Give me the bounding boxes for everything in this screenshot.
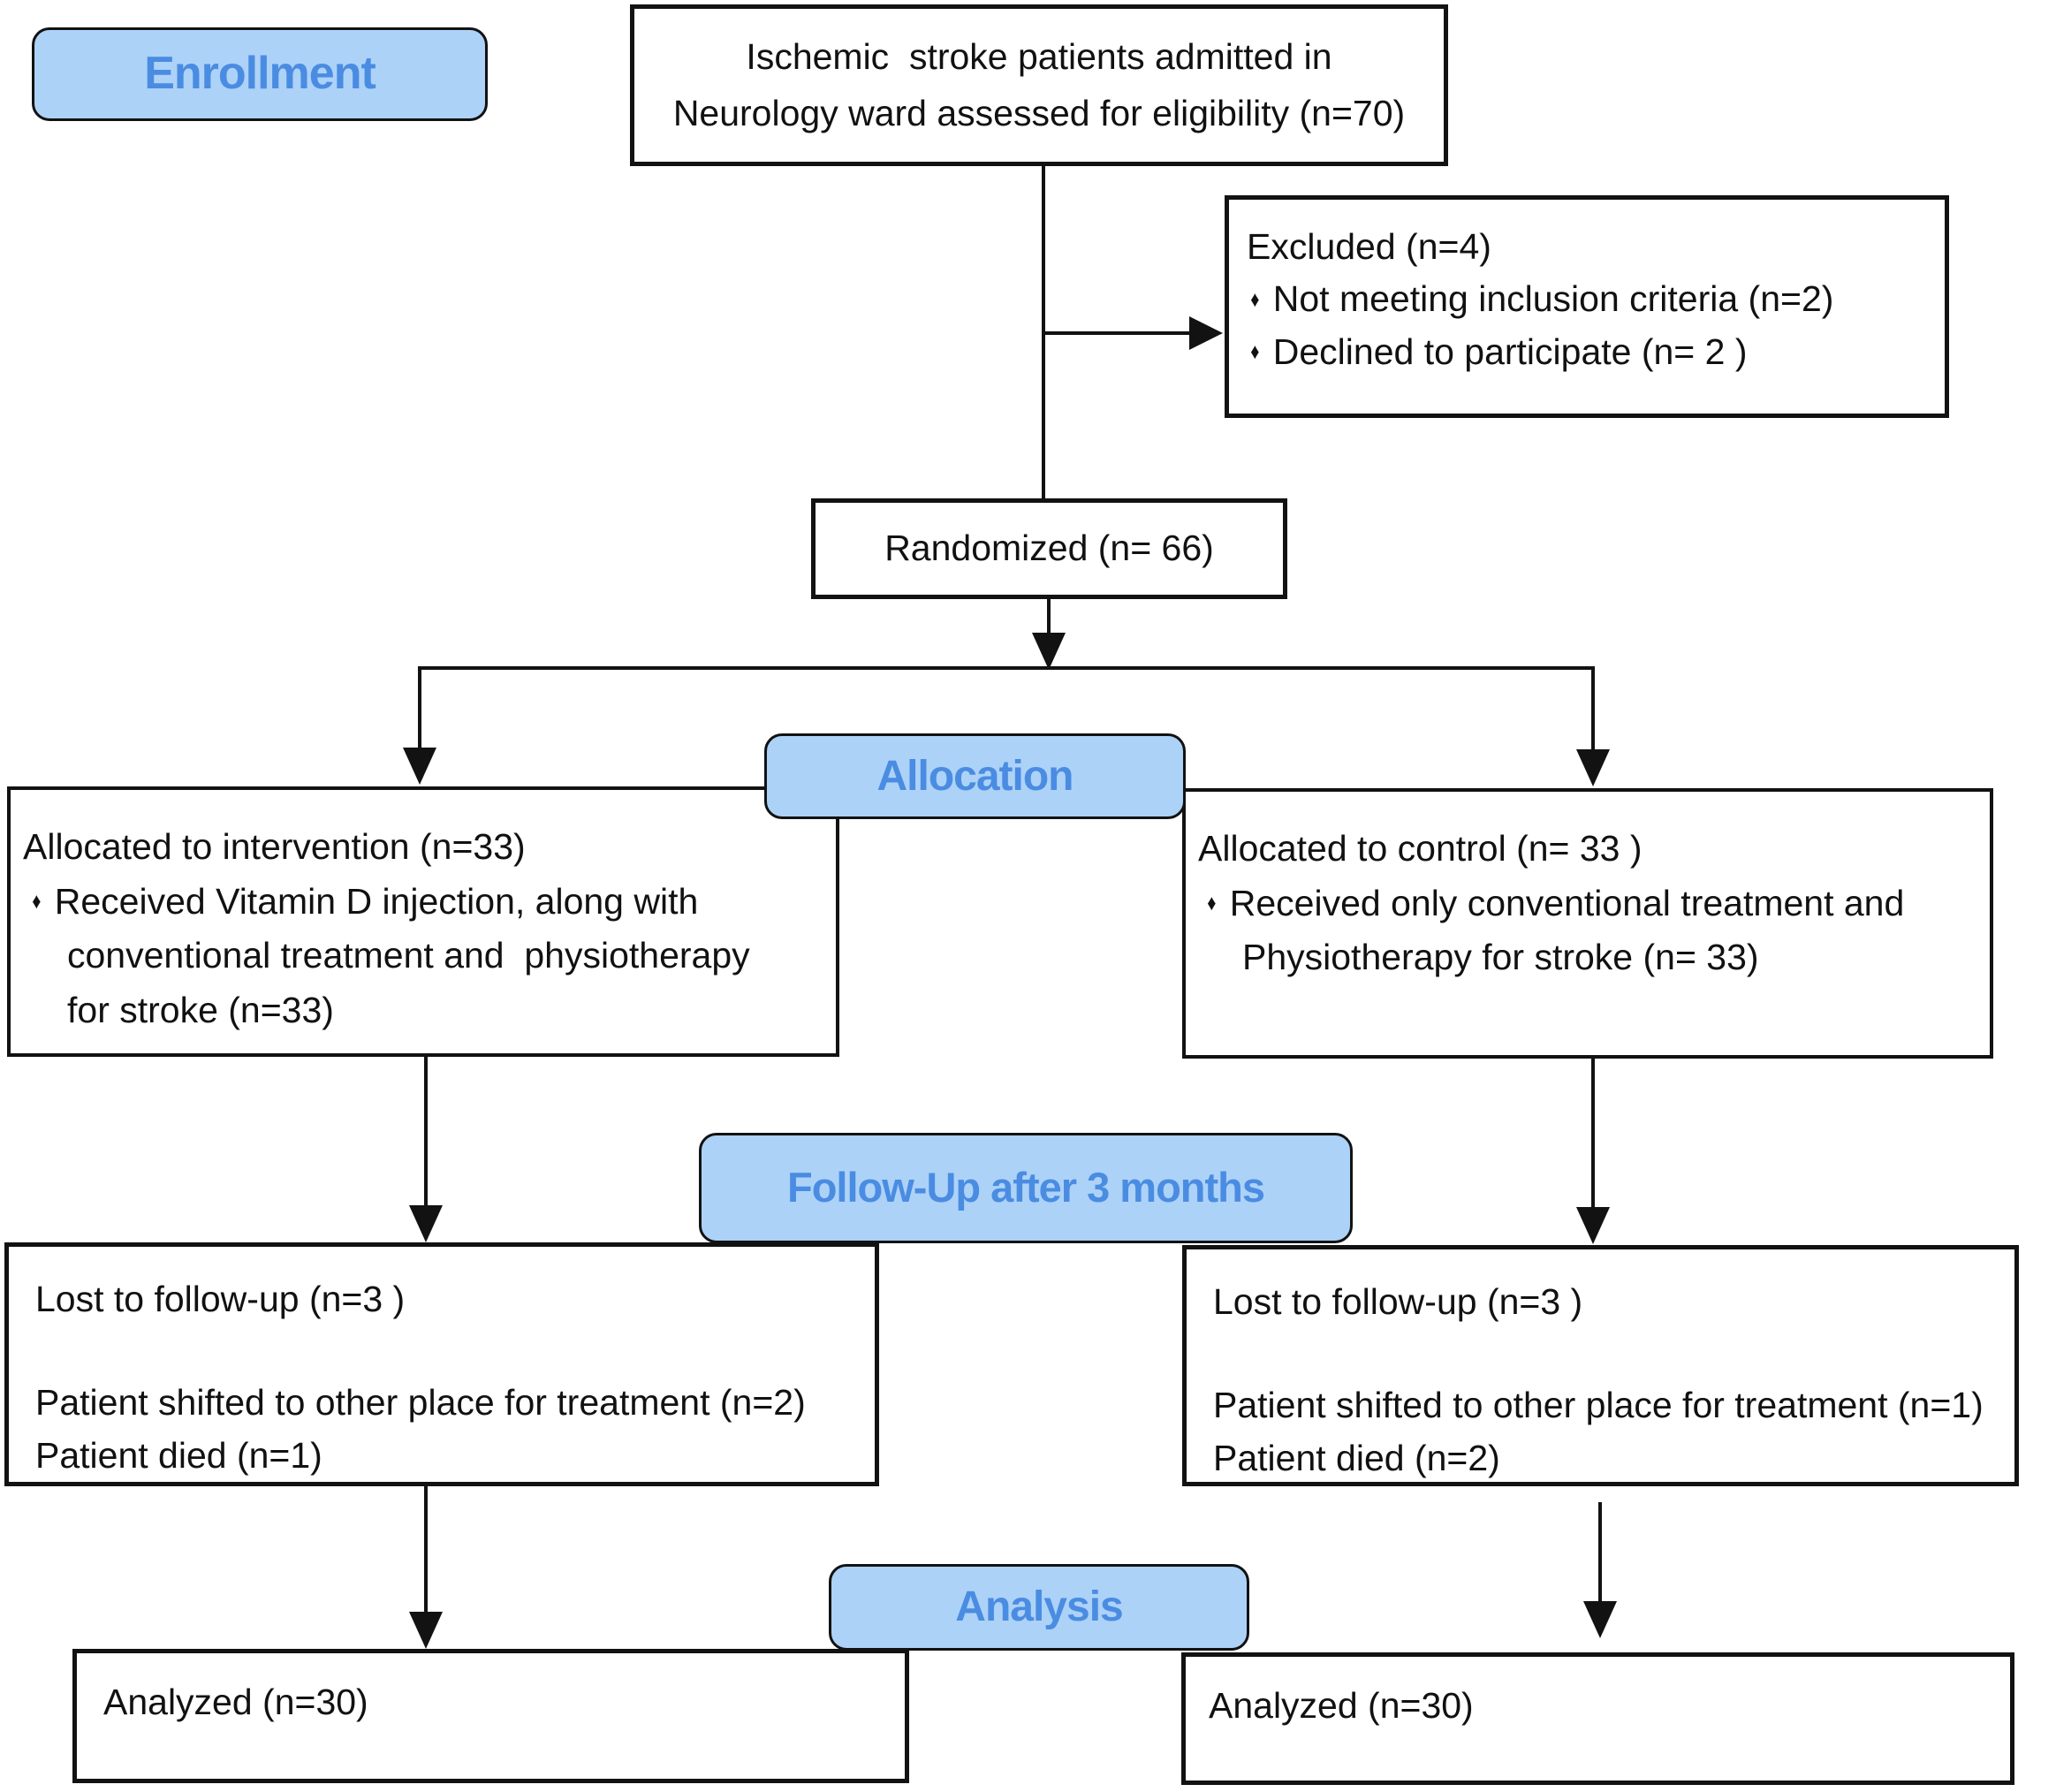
analysis-stage-label: Analysis xyxy=(829,1564,1249,1651)
followup-control-line2: Patient shifted to other place for treat… xyxy=(1213,1385,1984,1426)
diamond-bullet-icon: ♦ xyxy=(1250,286,1260,312)
eligibility-line1: Ischemic stroke patients admitted in xyxy=(746,35,1332,77)
allocation-intervention-bullet: Received Vitamin D injection, along with xyxy=(54,880,699,922)
allocation-intervention-bullet-row: ♦ Received Vitamin D injection, along wi… xyxy=(23,875,820,930)
diamond-bullet-icon: ♦ xyxy=(32,888,42,914)
allocation-control-bullet: Received only conventional treatment and xyxy=(1229,882,1905,923)
randomized-text: Randomized (n= 66) xyxy=(884,528,1214,569)
followup-intervention-line1: Lost to follow-up (n=3 ) xyxy=(35,1279,406,1319)
followup-intervention-line3: Patient died (n=1) xyxy=(35,1434,322,1476)
enrollment-stage-text: Enrollment xyxy=(144,48,376,100)
connector-followup-to-analyzed-left xyxy=(424,1486,428,1614)
allocation-intervention-box: Allocated to intervention (n=33) ♦ Recei… xyxy=(7,786,839,1057)
allocation-control-title: Allocated to control (n= 33 ) xyxy=(1198,828,1643,869)
followup-intervention-line2: Patient shifted to other place for treat… xyxy=(35,1382,806,1424)
excluded-bullet-row: ♦ Not meeting inclusion criteria (n=2) xyxy=(1241,273,1929,325)
followup-intervention-box: Lost to follow-up (n=3 ) Patient shifted… xyxy=(4,1242,879,1486)
excluded-bullet-row: ♦ Declined to participate (n= 2 ) xyxy=(1241,326,1929,378)
eligibility-line2: Neurology ward assessed for eligibility … xyxy=(672,92,1406,133)
arrowhead-down-analyzed-left-icon xyxy=(409,1612,443,1649)
excluded-title: Excluded (n=4) xyxy=(1247,226,1491,267)
connector-split-to-control xyxy=(1591,666,1595,751)
arrowhead-down-split-icon xyxy=(1032,633,1066,670)
allocation-stage-text: Allocation xyxy=(876,752,1074,800)
connector-randomized-to-split xyxy=(1047,599,1051,634)
excluded-box: Excluded (n=4) ♦ Not meeting inclusion c… xyxy=(1225,195,1949,418)
analyzed-control-box: Analyzed (n=30) xyxy=(1181,1652,2014,1785)
arrowhead-down-followup-right-icon xyxy=(1576,1207,1610,1244)
followup-intervention-gap xyxy=(35,1325,859,1377)
followup-stage-label: Follow-Up after 3 months xyxy=(699,1133,1353,1243)
excluded-bullet-1: Not meeting inclusion criteria (n=2) xyxy=(1272,278,1834,320)
diamond-bullet-icon: ♦ xyxy=(1207,890,1217,915)
followup-control-line1: Lost to follow-up (n=3 ) xyxy=(1213,1281,1583,1322)
allocation-control-cont1: Physiotherapy for stroke (n= 33) xyxy=(1242,937,1759,977)
arrowhead-down-analyzed-right-icon xyxy=(1583,1601,1617,1638)
allocation-control-bullet-row: ♦ Received only conventional treatment a… xyxy=(1198,877,1974,931)
allocation-intervention-title: Allocated to intervention (n=33) xyxy=(23,826,526,867)
randomized-box: Randomized (n= 66) xyxy=(811,498,1287,599)
allocation-control-box: Allocated to control (n= 33 ) ♦ Received… xyxy=(1182,788,1993,1059)
excluded-bullet-2: Declined to participate (n= 2 ) xyxy=(1272,330,1748,372)
connector-intervention-to-followup xyxy=(424,1057,428,1207)
allocation-intervention-cont1: conventional treatment and physiotherapy xyxy=(67,935,750,976)
allocation-intervention-cont2: for stroke (n=33) xyxy=(67,989,334,1030)
arrowhead-down-followup-left-icon xyxy=(409,1205,443,1242)
allocation-stage-label: Allocation xyxy=(764,733,1186,819)
connector-control-to-followup xyxy=(1591,1059,1595,1209)
followup-control-line3: Patient died (n=2) xyxy=(1213,1437,1500,1478)
arrowhead-down-intervention-icon xyxy=(403,748,436,785)
connector-split-to-intervention xyxy=(418,666,421,749)
followup-stage-text: Follow-Up after 3 months xyxy=(787,1164,1265,1211)
connector-followup-to-analyzed-right xyxy=(1598,1502,1602,1603)
enrollment-stage-label: Enrollment xyxy=(32,27,488,121)
analyzed-intervention-box: Analyzed (n=30) xyxy=(72,1649,909,1783)
eligibility-box: Ischemic stroke patients admitted in Neu… xyxy=(630,4,1448,166)
diamond-bullet-icon: ♦ xyxy=(1250,339,1260,365)
followup-control-gap xyxy=(1213,1328,1999,1379)
arrowhead-right-excluded-icon xyxy=(1189,316,1223,350)
analysis-stage-text: Analysis xyxy=(955,1583,1123,1631)
analyzed-intervention-text: Analyzed (n=30) xyxy=(103,1682,368,1722)
connector-branch-to-excluded xyxy=(1042,331,1192,335)
analyzed-control-text: Analyzed (n=30) xyxy=(1209,1685,1474,1726)
connector-split-horizontal xyxy=(418,666,1595,670)
arrowhead-down-control-icon xyxy=(1576,749,1610,786)
followup-control-box: Lost to follow-up (n=3 ) Patient shifted… xyxy=(1182,1245,2019,1486)
